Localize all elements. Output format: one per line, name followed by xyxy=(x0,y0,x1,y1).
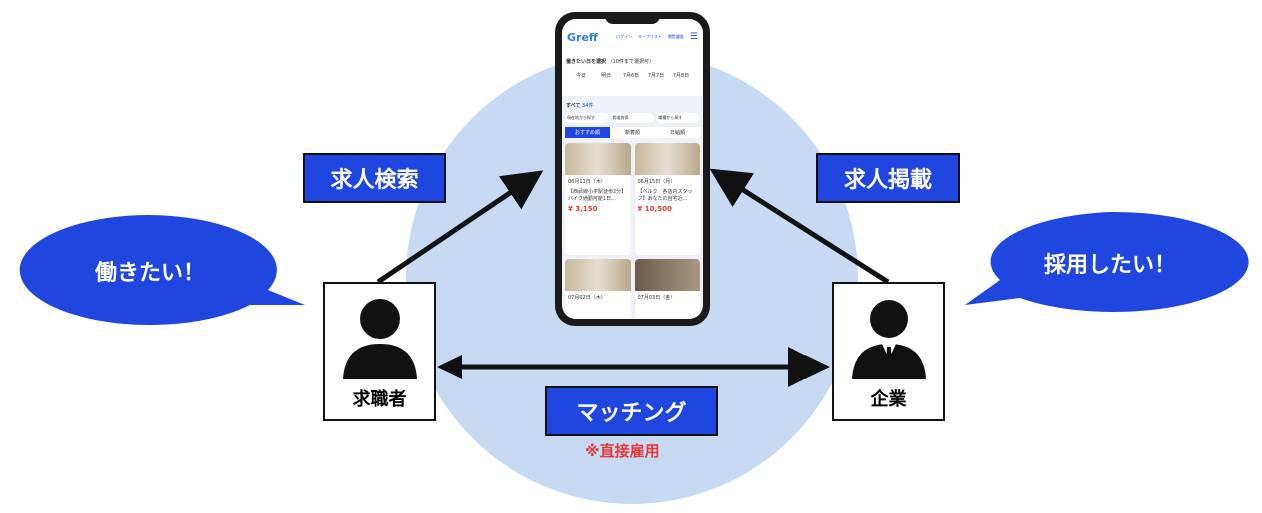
job-title: 【西武線小平駅徒歩2分】バイク通勤可能1日... xyxy=(568,189,627,202)
date-chip[interactable]: 明日 xyxy=(595,69,617,89)
filter-location[interactable]: 現在地から探す xyxy=(565,113,609,123)
job-date: 07月02日（木） xyxy=(568,295,606,301)
tab-recommended[interactable]: おすすめ順 xyxy=(565,127,610,138)
job-date: 06月15日（月） xyxy=(637,179,676,185)
company-box: 企業 xyxy=(832,282,945,421)
result-count: 34件 xyxy=(582,103,594,109)
job-photo xyxy=(565,143,631,175)
nav-login[interactable]: ログイン xyxy=(616,34,633,39)
app-logo: Greff xyxy=(567,30,598,44)
job-price: ¥ 3,150 xyxy=(568,205,598,213)
direct-hire-note: ※直接雇用 xyxy=(585,442,660,460)
job-photo xyxy=(634,259,700,291)
job-date: 06月11日（木） xyxy=(568,179,606,185)
arrow-post xyxy=(709,168,890,285)
job-seeker-box: 求職者 xyxy=(323,282,436,421)
matching-label: マッチング xyxy=(545,386,718,436)
date-chip[interactable]: 7月6日 xyxy=(620,69,642,89)
company-label: 企業 xyxy=(870,389,907,410)
job-title: 【ベルク 各店内スタッフ】あなたの自宅近... xyxy=(637,189,693,202)
job-photo xyxy=(634,143,700,175)
job-price: ¥ 10,500 xyxy=(637,205,672,213)
businessman-icon xyxy=(852,300,926,379)
menu-icon[interactable]: ☰ xyxy=(689,32,698,42)
job-card[interactable]: 06月15日（月） 【ベルク 各店内スタッフ】あなたの自宅近... ¥ 10,500 xyxy=(634,143,700,255)
filter-prefecture[interactable]: 都道府県 xyxy=(610,113,655,123)
job-card[interactable]: 06月11日（木） 【西武線小平駅徒歩2分】バイク通勤可能1日... ¥ 3,150 xyxy=(565,143,631,255)
filter-job-type[interactable]: 職種から探す xyxy=(656,113,701,123)
job-card[interactable]: 07月02日（木） xyxy=(565,259,631,319)
job-photo xyxy=(565,259,631,291)
tab-daily-pay[interactable]: 日給順 xyxy=(655,127,700,138)
left-bubble-text: 働きたい！ xyxy=(94,261,205,286)
smartphone-mockup: Greff ログイン キープリスト 閲覧履歴 ☰ 働きたい日を選択 （10件まで… xyxy=(555,12,710,326)
phone-notch xyxy=(605,12,660,24)
arrow-search xyxy=(376,170,544,285)
person-silhouette-icon xyxy=(343,299,417,379)
date-chip[interactable]: 今日 xyxy=(570,69,592,89)
list-title: すべて xyxy=(566,103,581,109)
right-speech-bubble xyxy=(965,211,1249,312)
tab-newest[interactable]: 新着順 xyxy=(610,127,655,138)
date-title: 働きたい日を選択 xyxy=(566,59,607,65)
left-speech-bubble xyxy=(19,215,305,325)
job-post-label: 求人掲載 xyxy=(816,153,960,203)
job-seeker-label: 求職者 xyxy=(352,389,407,410)
date-chip[interactable]: 7月8日 xyxy=(670,69,692,89)
job-card[interactable]: 07月03日（金） xyxy=(634,259,700,319)
nav-history[interactable]: 閲覧履歴 xyxy=(667,34,684,39)
date-chip[interactable]: 7月7日 xyxy=(645,69,667,89)
date-sub: （10件まで選択可） xyxy=(607,59,654,65)
job-date: 07月03日（金） xyxy=(637,295,676,301)
nav-keep-list[interactable]: キープリスト xyxy=(638,34,662,39)
job-search-label: 求人検索 xyxy=(303,153,446,203)
right-bubble-text: 採用したい！ xyxy=(1043,253,1176,278)
